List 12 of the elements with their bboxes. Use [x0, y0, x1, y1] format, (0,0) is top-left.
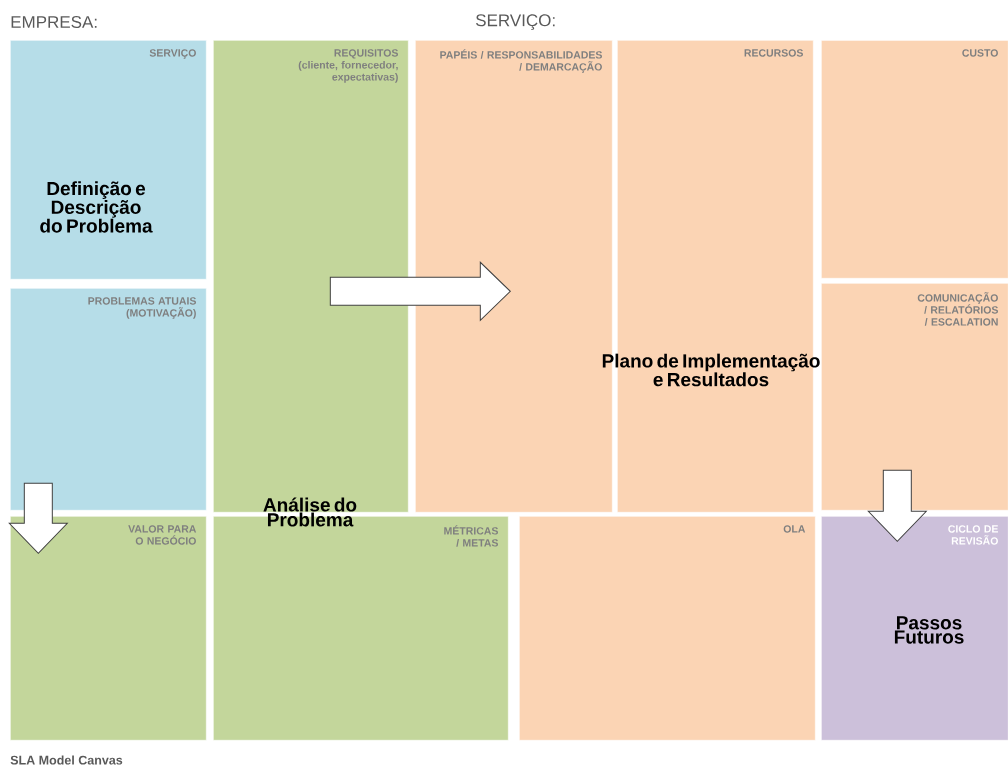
block-arrow	[329, 261, 511, 321]
block-arrow	[8, 482, 68, 554]
canvas-cell: COMUNICAÇÃO / RELATÓRIOS / ESCALATION	[821, 283, 1008, 511]
section-title: Definição e Descrição do Problema	[40, 181, 153, 233]
section-title: Plano de Implementação e Resultados	[602, 353, 820, 387]
canvas-cell: CUSTO	[821, 40, 1008, 279]
block-arrow	[867, 469, 927, 542]
caption: SLA Model Canvas	[10, 755, 123, 765]
canvas-cell: PROBLEMAS ATUAIS (MOTIVAÇÃO)	[10, 288, 207, 511]
section-title: Passos Futuros	[894, 616, 964, 644]
canvas-cell: OLA	[519, 516, 816, 741]
canvas-cell: VALOR PARA O NEGÓCIO	[10, 516, 207, 741]
